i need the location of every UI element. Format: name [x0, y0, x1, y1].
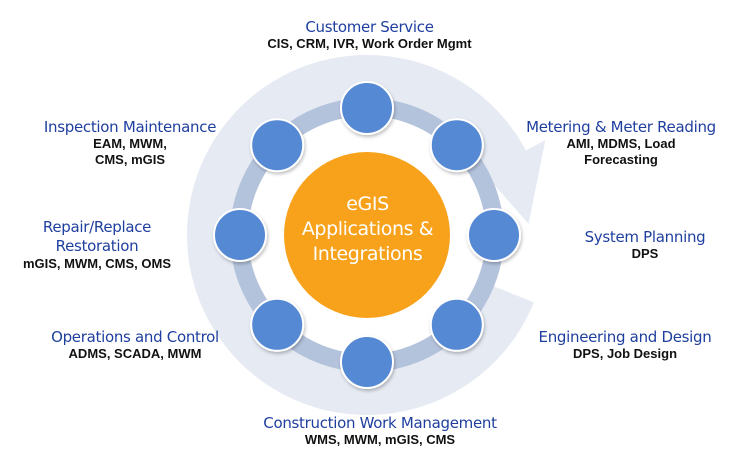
segment-node-6 — [213, 208, 267, 262]
segment-systems: DPS, Job Design — [572, 346, 678, 361]
segment-title: Engineering and Design — [538, 328, 712, 346]
segment-title: Operations and Control — [51, 328, 219, 346]
segment-system-planning: System Planning DPS — [570, 228, 720, 262]
segment-systems: WMS, MWM, mGIS, CMS — [304, 432, 456, 447]
segment-title: Construction Work Management — [263, 414, 497, 432]
segment-systems: AMI, MDMS, Load Forecasting — [566, 136, 676, 167]
center-hub-circle — [284, 152, 450, 318]
segment-construction-work-management: Construction Work Management WMS, MWM, m… — [250, 414, 510, 448]
segment-node-0 — [340, 81, 394, 135]
segment-systems: mGIS, MWM, CMS, OMS — [22, 256, 172, 271]
segment-systems: CIS, CRM, IVR, Work Order Mgmt — [267, 36, 472, 51]
segment-title: Metering & Meter Reading — [526, 118, 716, 136]
segment-metering: Metering & Meter Reading AMI, MDMS, Load… — [516, 118, 726, 168]
segment-operations-control: Operations and Control ADMS, SCADA, MWM — [35, 328, 235, 362]
segment-title: Repair/Replace Restoration — [42, 218, 152, 255]
segment-node-5 — [250, 297, 305, 352]
segment-customer-service: Customer Service CIS, CRM, IVR, Work Ord… — [237, 18, 502, 52]
segment-title: Customer Service — [305, 18, 434, 36]
segment-node-7 — [250, 118, 305, 173]
segment-systems: EAM, MWM, CMS, mGIS — [93, 136, 167, 167]
segment-repair-replace-restoration: Repair/Replace Restoration mGIS, MWM, CM… — [2, 218, 192, 272]
center-hub-label: eGIS Applications & Integrations — [301, 193, 434, 265]
segment-node-1 — [429, 118, 484, 173]
segment-title: Inspection Maintenance — [43, 118, 217, 136]
segment-inspection-maintenance: Inspection Maintenance EAM, MWM, CMS, mG… — [30, 118, 230, 168]
segment-engineering-design: Engineering and Design DPS, Job Design — [525, 328, 725, 362]
segment-node-4 — [340, 335, 394, 389]
segment-title: System Planning — [584, 228, 706, 246]
segment-systems: ADMS, SCADA, MWM — [68, 346, 202, 361]
segment-systems: DPS — [631, 246, 659, 261]
node-group — [213, 81, 521, 389]
segment-node-2 — [467, 208, 521, 262]
segment-node-3 — [429, 297, 484, 352]
